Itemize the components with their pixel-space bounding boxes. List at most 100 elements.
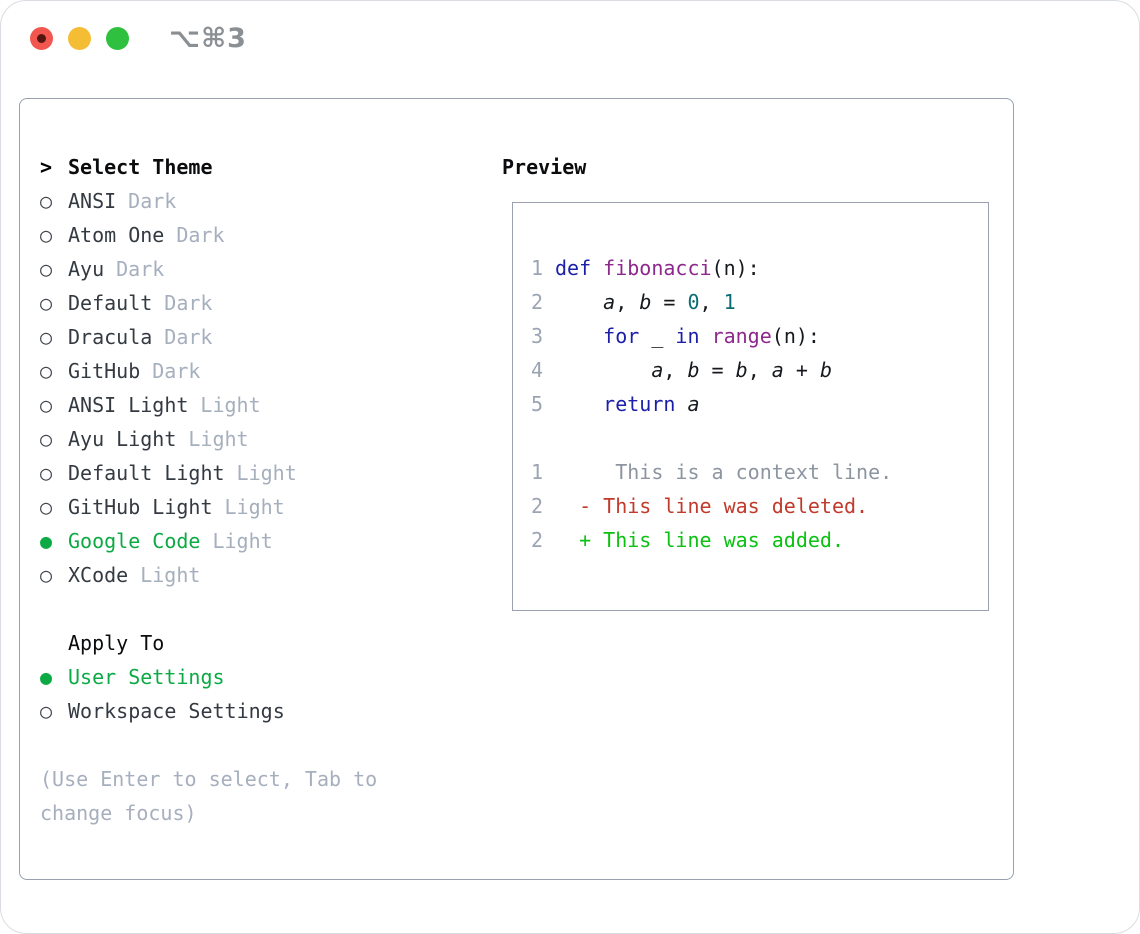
line-number: 2	[531, 528, 544, 552]
code-token: return	[603, 392, 676, 416]
code-token: a	[687, 392, 700, 416]
code-token: 1	[723, 290, 736, 314]
apply-option-label: User Settings	[68, 665, 225, 689]
code-token: - This line was deleted.	[555, 494, 869, 518]
window-title: ⌥⌘3	[169, 23, 247, 54]
maximize-button[interactable]	[106, 27, 129, 50]
theme-item-ansi-light[interactable]: ○ ANSI Light Light	[40, 388, 377, 422]
line-number: 4	[531, 358, 544, 382]
code-token	[700, 324, 712, 348]
code-token: ,	[747, 358, 772, 382]
code-token: (n):	[711, 256, 760, 280]
code-token: in	[675, 324, 700, 348]
code-token: + This line was added.	[555, 528, 844, 552]
theme-name: Ayu	[68, 257, 105, 281]
code-token: a	[771, 358, 784, 382]
theme-name: ANSI	[68, 189, 117, 213]
code-token: ,	[615, 290, 640, 314]
preview-code-line: 2 - This line was deleted.	[531, 489, 974, 523]
radio-icon: ○	[40, 359, 53, 383]
theme-name: Ayu Light	[68, 427, 177, 451]
theme-variant-tag: Dark	[116, 257, 165, 281]
radio-icon: ○	[40, 325, 53, 349]
code-token: b	[735, 358, 748, 382]
code-token: range	[711, 324, 772, 348]
theme-item-ayu-light[interactable]: ○ Ayu Light Light	[40, 422, 377, 456]
theme-name: Dracula	[68, 325, 153, 349]
radio-icon: ○	[40, 223, 53, 247]
minimize-button[interactable]	[68, 27, 91, 50]
theme-item-xcode[interactable]: ○ XCode Light	[40, 558, 377, 592]
help-text-line-2: change focus)	[40, 801, 197, 825]
code-token: a	[651, 358, 664, 382]
radio-icon: ○	[40, 291, 53, 315]
radio-icon: ○	[40, 393, 53, 417]
apply-option-user-settings[interactable]: ● User Settings	[40, 660, 377, 694]
theme-variant-tag: Light	[200, 393, 261, 417]
line-number: 1	[531, 460, 544, 484]
theme-name: XCode	[68, 563, 129, 587]
line-number: 3	[531, 324, 544, 348]
radio-icon: ○	[40, 495, 53, 519]
theme-item-default[interactable]: ○ Default Dark	[40, 286, 377, 320]
theme-name: Atom One	[68, 223, 165, 247]
code-token: ,	[699, 290, 724, 314]
spacer	[40, 728, 377, 762]
code-token: =	[651, 290, 688, 314]
radio-icon: ○	[40, 189, 53, 213]
code-token: b	[639, 290, 652, 314]
code-token: a	[603, 290, 616, 314]
select-theme-title: Select Theme	[68, 155, 213, 179]
theme-variant-tag: Dark	[152, 359, 201, 383]
preview-code-line: 5 return a	[531, 387, 974, 421]
preview-code-line: 1 This is a context line.	[531, 455, 974, 489]
code-token: =	[699, 358, 736, 382]
theme-variant-tag: Light	[140, 563, 201, 587]
code-token: _	[639, 324, 676, 348]
preview-header: Preview	[502, 155, 587, 179]
radio-selected-icon: ●	[40, 665, 53, 689]
theme-variant-tag: Light	[188, 427, 249, 451]
preview-code-line: 2 a, b = 0, 1	[531, 285, 974, 319]
theme-name: Default	[68, 291, 153, 315]
theme-variant-tag: Dark	[164, 291, 213, 315]
apply-option-label: Workspace Settings	[68, 699, 285, 723]
theme-name: ANSI Light	[68, 393, 189, 417]
cursor-arrow-icon: >	[40, 155, 53, 179]
code-token: 0	[687, 290, 700, 314]
apply-option-workspace-settings[interactable]: ○ Workspace Settings	[40, 694, 377, 728]
preview-code-line: 3 for _ in range(n):	[531, 319, 974, 353]
theme-item-dracula[interactable]: ○ Dracula Dark	[40, 320, 377, 354]
code-token	[555, 290, 603, 314]
line-number: 5	[531, 392, 544, 416]
radio-icon: ○	[40, 699, 53, 723]
titlebar: ⌥⌘3	[1, 1, 1139, 75]
radio-selected-icon: ●	[40, 529, 53, 553]
theme-variant-tag: Dark	[164, 325, 213, 349]
radio-icon: ○	[40, 563, 53, 587]
close-button[interactable]	[30, 27, 53, 50]
preview-code-line: 4 a, b = b, a + b	[531, 353, 974, 387]
code-token	[555, 324, 603, 348]
line-number: 2	[531, 494, 544, 518]
select-theme-header: > Select Theme	[40, 150, 377, 184]
code-token: +	[783, 358, 820, 382]
code-token: for	[603, 324, 640, 348]
spacer	[40, 592, 377, 626]
theme-variant-tag: Light	[236, 461, 297, 485]
theme-item-ansi[interactable]: ○ ANSI Dark	[40, 184, 377, 218]
radio-icon: ○	[40, 427, 53, 451]
apply-to-list: ● User Settings ○ Workspace Settings	[40, 660, 377, 728]
theme-variant-tag: Dark	[128, 189, 177, 213]
